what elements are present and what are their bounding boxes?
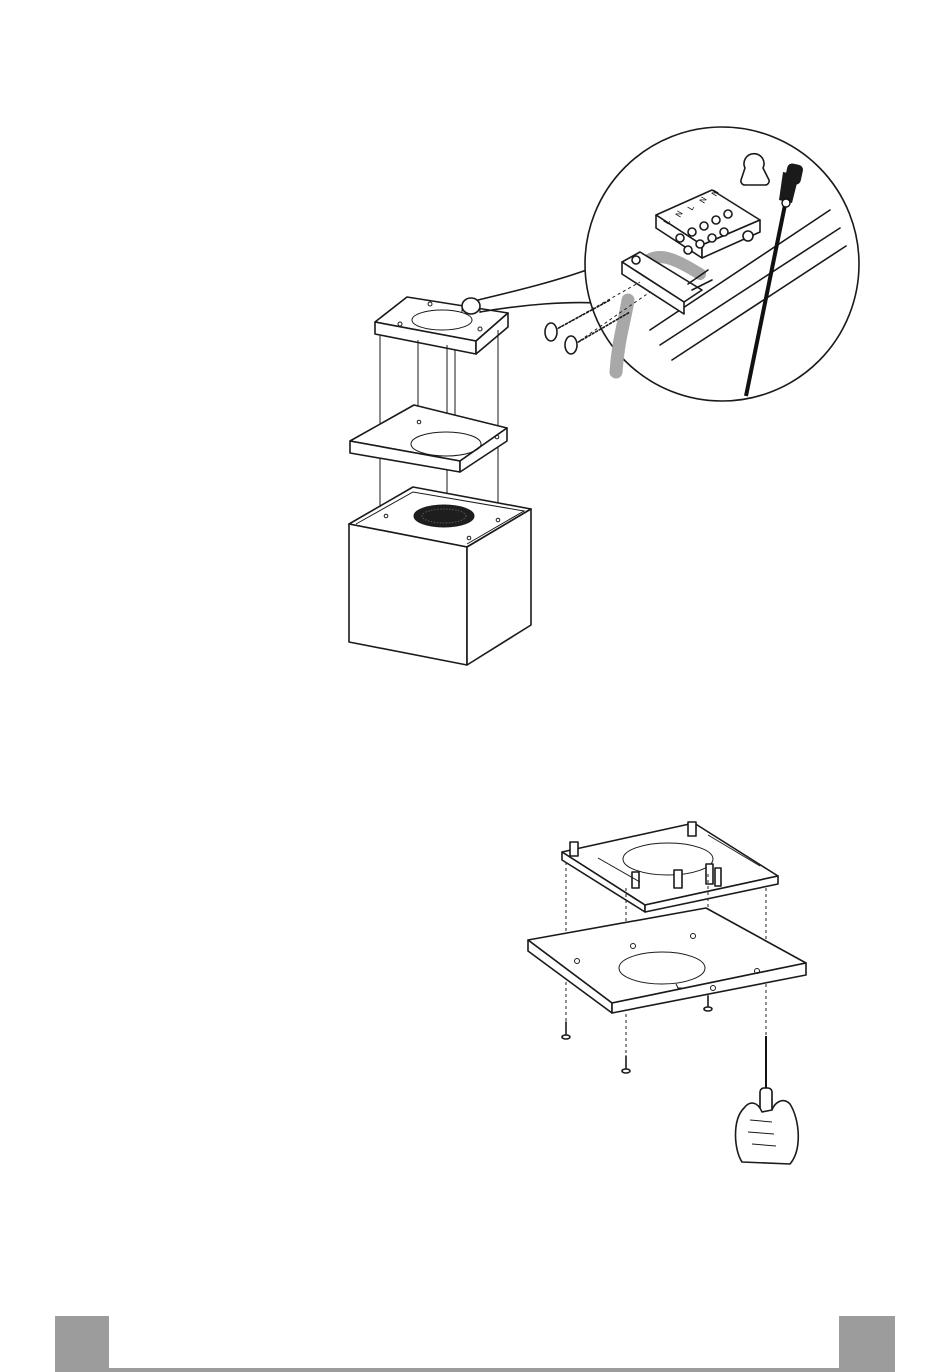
footer-left-block: [55, 1316, 109, 1372]
wiring-detail-callout: L N L N N: [478, 127, 859, 401]
bottom-mounting-assembly: [528, 822, 806, 1164]
screw-head-icon: [545, 323, 557, 341]
middle-square-frame: [350, 405, 507, 472]
ceiling-mounting-bracket: [375, 297, 508, 354]
hood-body-cube: [349, 487, 531, 665]
screw-head-icon: [565, 336, 577, 354]
screw-icon: [562, 1022, 570, 1039]
footer-right-block: [839, 1316, 895, 1372]
footer-rule: [109, 1368, 839, 1372]
screw-icon: [622, 1056, 630, 1073]
hand-with-screwdriver-icon: [736, 1036, 799, 1164]
screw-icon: [704, 996, 712, 1011]
